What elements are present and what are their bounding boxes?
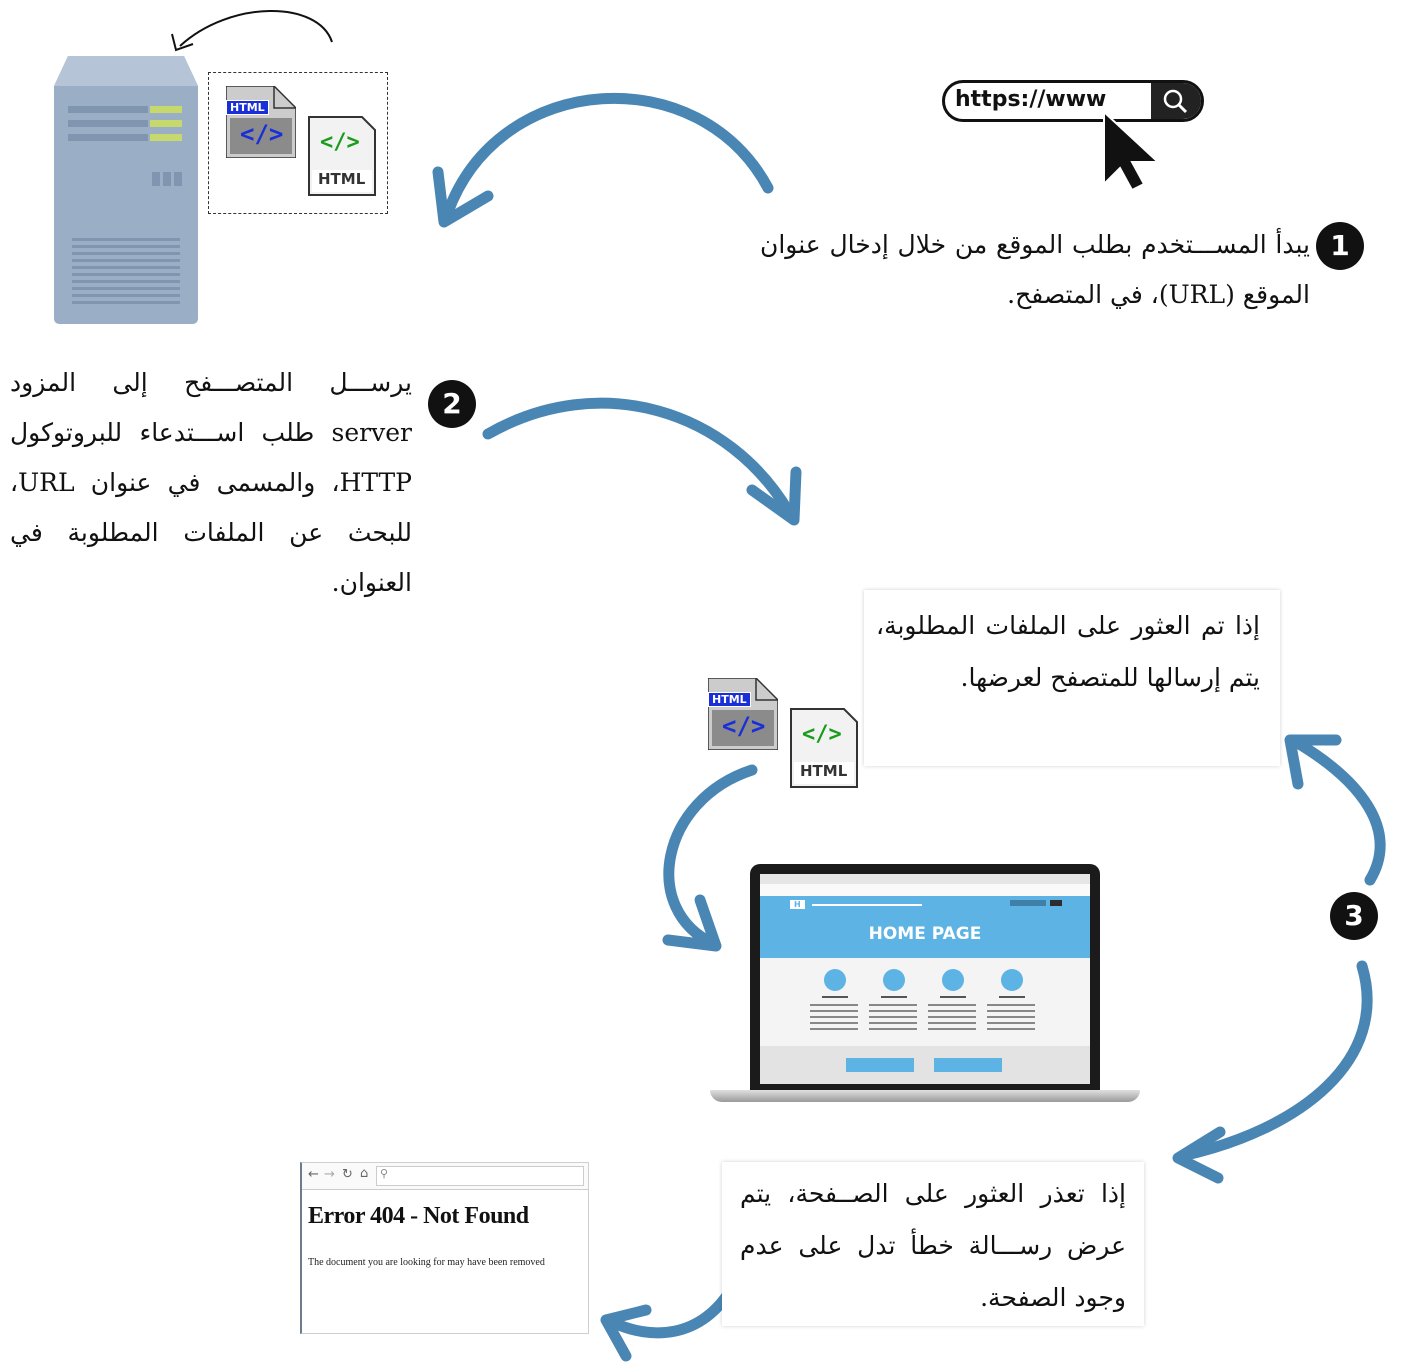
arrow-to-files-head: [746, 466, 802, 526]
error-message: The document you are looking for may hav…: [308, 1257, 545, 1268]
step-2-badge: 2: [428, 380, 476, 428]
hero-banner: H HOME PAGE: [760, 896, 1090, 958]
arrow-to-laptop-head: [662, 894, 722, 952]
html-file-icon: HTML </>: [708, 678, 778, 750]
notfound-text: إذا تعذر العثور على الصــفحة، يتم عرض رس…: [740, 1179, 1126, 1312]
html-badge: HTML: [226, 100, 269, 115]
laptop-illustration: H HOME PAGE: [710, 864, 1140, 1108]
home-icon[interactable]: ⌂: [360, 1166, 369, 1181]
search-icon: ⚲: [380, 1167, 389, 1180]
reload-icon[interactable]: ↻: [342, 1167, 353, 1182]
code-tag: </>: [320, 130, 360, 155]
logo-box: H: [790, 900, 805, 909]
search-button[interactable]: [1151, 83, 1201, 119]
arrow-to-notfound-head: [1172, 1126, 1226, 1184]
found-text: إذا تم العثور على الملفات المطلوبة، يتم …: [876, 611, 1260, 692]
homepage-content: [760, 969, 1090, 1084]
server-files-frame: [208, 72, 388, 214]
back-icon[interactable]: ←: [308, 1167, 319, 1182]
code-tag: </>: [722, 712, 766, 740]
found-box: إذا تم العثور على الملفات المطلوبة، يتم …: [864, 590, 1280, 766]
notfound-box: إذا تعذر العثور على الصــفحة، يتم عرض رس…: [722, 1162, 1144, 1326]
laptop-screen: H HOME PAGE: [760, 874, 1090, 1084]
arrow-to-notfound: [1176, 960, 1373, 1162]
url-bar[interactable]: https://www: [942, 80, 1204, 122]
html-badge: HTML: [708, 692, 751, 707]
arrow-to-server-head: [432, 166, 494, 228]
step-3-badge: 3: [1330, 892, 1378, 940]
arrow-to-error: [606, 1282, 738, 1339]
code-tag: </>: [802, 722, 842, 747]
error-page: ← → ↻ ⌂ ⚲ Error 404 - Not Found The docu…: [300, 1162, 589, 1334]
code-tag: </>: [240, 120, 284, 148]
html-label: HTML: [318, 170, 366, 188]
address-field[interactable]: ⚲: [376, 1166, 584, 1186]
html-doc-icon: </> HTML: [790, 708, 858, 788]
html-label: HTML: [800, 762, 848, 780]
html-file-icon: HTML </>: [226, 86, 296, 158]
browser-toolbar: ← → ↻ ⌂ ⚲: [302, 1163, 588, 1190]
forward-icon[interactable]: →: [324, 1167, 335, 1182]
arrow-to-server: [442, 92, 774, 218]
step-1-badge: 1: [1316, 222, 1364, 270]
error-title: Error 404 - Not Found: [308, 1203, 529, 1229]
arrow-to-files: [482, 397, 796, 520]
step-1-text: يبدأ المســـتخدم بطلب الموقع من خلال إدخ…: [760, 230, 1310, 309]
arrow-to-error-head: [600, 1304, 652, 1362]
laptop-base: [710, 1090, 1140, 1102]
thin-arrow-head: [171, 33, 194, 52]
url-text: https://www: [955, 87, 1107, 112]
arrow-to-laptop: [663, 764, 758, 950]
arrow-to-found-head: [1284, 734, 1342, 790]
step-2-text: يرســـل المتصـــفح إلى المزود server طلب…: [10, 368, 412, 597]
thin-arrow: [179, 10, 333, 47]
search-icon: [1163, 89, 1188, 114]
arrow-to-found: [1290, 736, 1386, 886]
homepage-title: HOME PAGE: [868, 924, 982, 944]
cursor-icon: [1103, 110, 1161, 192]
html-doc-icon: </> HTML: [308, 116, 376, 196]
server-icon: [54, 56, 198, 324]
